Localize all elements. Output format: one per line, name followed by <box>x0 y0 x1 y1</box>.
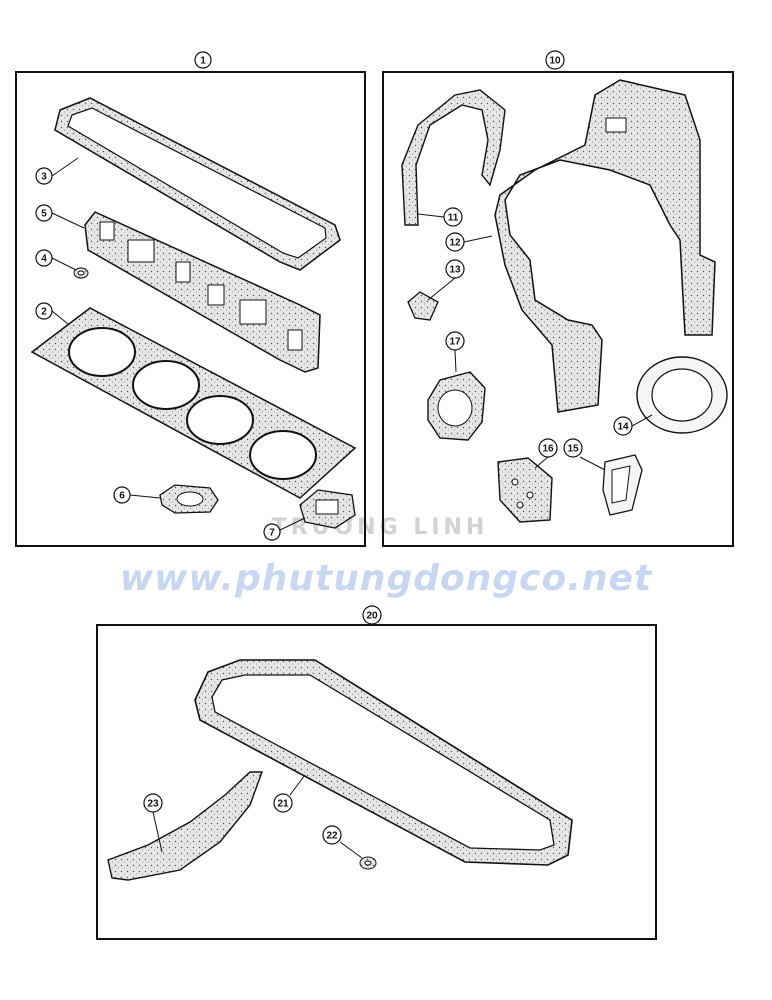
callout-6: 6 <box>113 486 161 504</box>
svg-text:4: 4 <box>41 254 47 265</box>
manifold-gasket <box>84 211 321 373</box>
elbow-gasket <box>159 484 219 514</box>
end-seal-gasket <box>107 771 263 881</box>
callout-22: 22 <box>322 825 363 859</box>
callout-5: 5 <box>35 204 85 229</box>
callout-4: 4 <box>35 249 77 271</box>
callout-13: 13 <box>427 259 465 301</box>
callout-23: 23 <box>143 793 163 853</box>
callout-16: 16 <box>534 438 558 469</box>
small-cover-gasket <box>602 454 643 516</box>
small-plate-gasket <box>407 291 439 321</box>
watermark-url: www.phutungdongco.net <box>119 558 653 599</box>
panel-left-frame <box>15 71 366 547</box>
svg-text:23: 23 <box>147 799 159 810</box>
oil-pan-gasket <box>194 659 573 866</box>
panel-bottom-frame <box>96 624 657 940</box>
callout-14: 14 <box>613 414 653 436</box>
svg-text:3: 3 <box>41 172 47 183</box>
rocker-cover-gasket <box>54 97 341 271</box>
callout-12: 12 <box>445 232 493 252</box>
head-gasket <box>30 307 357 499</box>
svg-text:16: 16 <box>542 444 554 455</box>
callout-11: 11 <box>417 207 463 227</box>
callout-15: 15 <box>563 438 606 471</box>
svg-text:10: 10 <box>549 56 561 67</box>
svg-text:14: 14 <box>617 422 629 433</box>
callout-7: 7 <box>263 517 306 541</box>
ring-gasket <box>636 356 728 434</box>
svg-text:17: 17 <box>449 337 461 348</box>
panel-right-frame <box>382 71 734 547</box>
svg-text:21: 21 <box>277 799 289 810</box>
svg-text:2: 2 <box>41 307 47 318</box>
timing-cover-gasket <box>494 79 716 413</box>
svg-text:15: 15 <box>567 444 579 455</box>
group-label-right: 10 <box>545 50 565 70</box>
small-washer <box>73 267 89 279</box>
svg-text:20: 20 <box>366 611 378 622</box>
group-label-left: 1 <box>194 51 212 69</box>
svg-text:7: 7 <box>269 528 275 539</box>
callout-2: 2 <box>35 302 69 325</box>
svg-text:22: 22 <box>326 831 338 842</box>
group-label-bottom: 20 <box>362 605 382 625</box>
svg-text:1: 1 <box>200 56 206 67</box>
square-plate-gasket <box>497 457 553 523</box>
svg-text:6: 6 <box>119 491 125 502</box>
front-seal-gasket <box>401 89 506 226</box>
round-flange-gasket <box>427 371 486 441</box>
callout-17: 17 <box>445 331 465 373</box>
svg-text:13: 13 <box>449 265 461 276</box>
svg-text:12: 12 <box>449 238 461 249</box>
svg-text:11: 11 <box>448 213 459 224</box>
callout-21: 21 <box>273 774 306 813</box>
callout-3: 3 <box>35 157 79 185</box>
svg-text:5: 5 <box>41 209 47 220</box>
outlet-gasket <box>299 489 356 529</box>
oil-pan-washer <box>359 856 377 870</box>
